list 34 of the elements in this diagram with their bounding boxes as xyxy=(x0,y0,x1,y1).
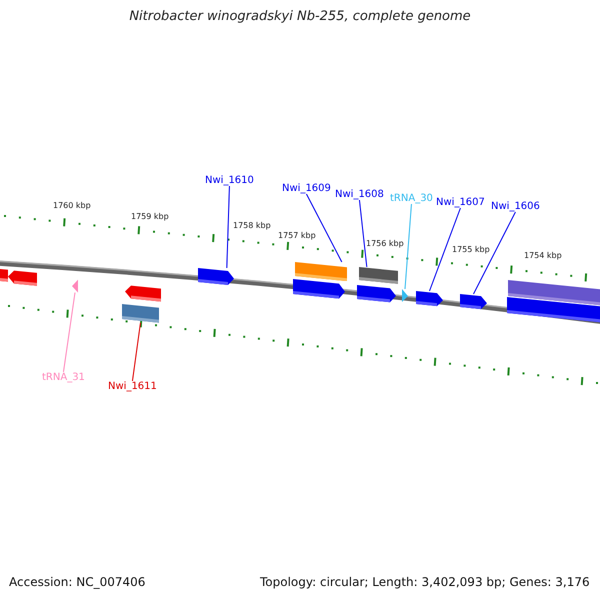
leader-line xyxy=(404,204,412,290)
scale-label: 1759 kbp xyxy=(131,212,169,221)
footer-text: Accession: NC_007406 xyxy=(9,575,146,589)
feature-label: Nwi_1610 xyxy=(205,175,254,186)
feature-label: Nwi_1608 xyxy=(335,189,384,200)
scale-label: 1756 kbp xyxy=(366,239,404,248)
leader-line xyxy=(226,186,230,268)
scale-label: 1760 kbp xyxy=(53,201,91,210)
trna-triangle xyxy=(402,289,408,303)
leader-line xyxy=(132,322,141,382)
gene-bar xyxy=(359,267,398,284)
scale-label: 1758 kbp xyxy=(233,221,271,230)
gene-feature xyxy=(416,291,443,307)
scale-label: 1755 kbp xyxy=(452,245,490,254)
gene-feature xyxy=(198,268,234,286)
feature-label: Nwi_1609 xyxy=(282,183,331,194)
feature-label: tRNA_31 xyxy=(42,372,85,383)
feature-label: tRNA_30 xyxy=(390,193,433,204)
feature-label: Nwi_1606 xyxy=(491,201,540,212)
scale-label: 1757 kbp xyxy=(278,231,316,240)
leader-line xyxy=(306,194,342,262)
leader-line xyxy=(62,292,76,372)
gene-feature xyxy=(460,294,487,310)
feature-label: Nwi_1607 xyxy=(436,197,485,208)
leader-line xyxy=(429,208,461,292)
footer-text: Topology: circular; Length: 3,402,093 bp; Genes: 3,176 xyxy=(260,575,590,589)
title: Nitrobacter winogradskyi Nb-255, complete genome xyxy=(128,9,472,24)
leader-line xyxy=(473,212,516,294)
feature-label: Nwi_1611 xyxy=(108,381,157,392)
leader-line xyxy=(358,200,368,268)
gene-bar xyxy=(295,262,347,282)
gene-bar xyxy=(122,304,159,323)
trna-triangle xyxy=(72,279,78,293)
scale-label: 1754 kbp xyxy=(524,251,562,260)
